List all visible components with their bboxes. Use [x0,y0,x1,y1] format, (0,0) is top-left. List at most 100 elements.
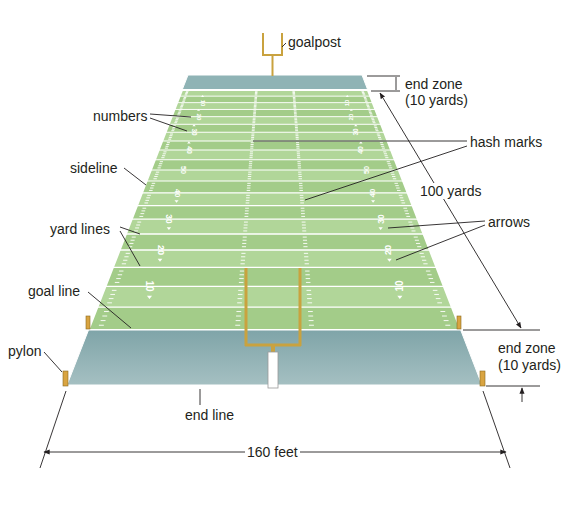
hash-mark [248,176,251,177]
hash-mark [122,263,126,264]
hash-mark [178,112,181,113]
hash-mark [300,200,304,201]
hash-mark [146,197,150,198]
hash-mark [293,98,296,99]
hash-mark [380,142,383,143]
hash-mark [444,320,449,321]
hash-mark [115,282,120,283]
hash-mark [367,106,370,107]
hash-mark [155,174,158,175]
hash-mark [240,271,244,272]
hash-mark [298,165,301,166]
hash-mark [399,195,403,196]
hash-mark [242,240,246,241]
hash-mark [240,274,244,275]
hash-mark [176,118,179,119]
hash-mark [186,92,189,93]
hash-mark [364,97,367,98]
hash-mark [393,178,396,179]
hash-mark [152,183,155,184]
hash-mark [250,148,253,149]
field-stripe [88,307,460,330]
hash-mark [142,208,146,209]
field-stripe [132,206,418,220]
hash-mark [165,148,168,149]
hash-mark [387,161,390,162]
hash-mark [247,185,250,186]
hash-mark [374,127,377,128]
hash-mark [254,98,257,99]
hash-mark [300,202,304,203]
yard-line [120,249,430,250]
hash-mark [409,225,413,226]
hash-mark [251,144,254,145]
hash-mark [185,94,188,95]
hash-mark [433,290,438,291]
pylon [63,371,68,386]
hash-mark [373,122,376,123]
field-number: 40 [173,188,181,197]
hash-mark [296,146,299,147]
hash-mark [375,129,378,130]
hash-mark [396,188,400,189]
hash-mark [153,178,156,179]
direction-arrow [387,259,392,262]
hash-mark [180,106,183,107]
hash-mark [378,137,381,138]
direction-arrow [187,141,191,143]
direction-arrow [167,227,171,230]
direction-arrow [359,141,363,143]
dimension-label: (10 yards) [498,357,561,373]
field-number: 30 [353,129,359,136]
part-label: end line [185,407,234,423]
field-stripe [159,141,391,150]
hash-mark [245,213,249,214]
hash-mark [254,106,257,107]
leader-lines [40,43,540,468]
hash-mark [246,197,250,198]
hash-mark [306,278,310,279]
hash-mark [376,130,379,131]
dimension-label: end zone [405,76,463,92]
hash-mark [236,320,241,321]
hash-mark [401,200,405,201]
hash-mark [239,278,243,279]
hash-mark [243,227,247,228]
yard-line [132,219,418,220]
field-ground [89,90,461,330]
yard-line [155,159,395,160]
hash-mark [248,174,251,175]
hash-mark [293,100,296,101]
hash-mark [250,153,253,154]
hash-mark [374,125,377,126]
hash-mark [303,243,307,244]
field-number: 20 [155,245,164,255]
hash-mark [135,227,139,228]
hash-mark [302,227,306,228]
hash-mark [297,157,300,158]
hash-mark [236,316,241,317]
hash-mark [294,115,297,116]
hash-mark [295,121,298,122]
hash-mark [139,216,143,217]
hash-mark [250,155,253,156]
hash-mark [253,119,256,120]
yard-line [172,116,378,117]
hash-mark [161,157,164,158]
hash-mark [172,129,175,130]
hash-mark [166,146,169,147]
hash-mark [158,165,161,166]
hash-mark [416,243,420,244]
hash-mark [250,151,253,152]
field-number: 10 [200,99,206,106]
hash-mark [307,290,312,291]
field-stripe [120,234,430,250]
hash-mark [385,157,388,158]
hash-mark [163,151,166,152]
hash-mark [238,298,243,299]
pylon [86,316,90,329]
hash-mark [140,213,144,214]
hash-mark [254,100,257,101]
hash-mark [154,176,157,177]
hash-mark [445,325,450,326]
